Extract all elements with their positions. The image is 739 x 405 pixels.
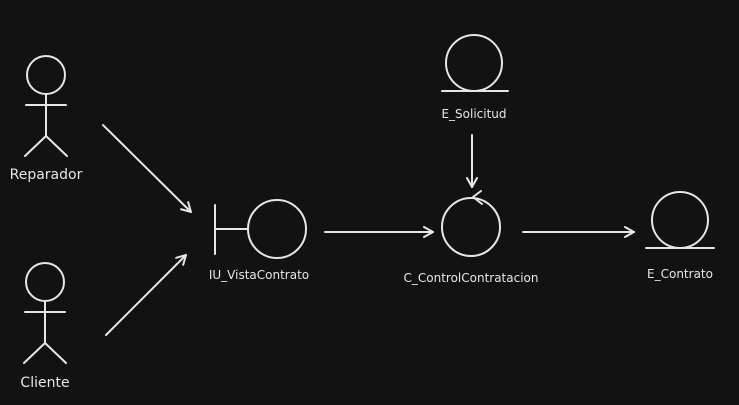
actor-reparador-label: Reparador	[10, 167, 83, 183]
entity-solicitud-icon	[441, 34, 509, 92]
entity-e-solicitud[interactable]: E_Solicitud	[441, 34, 509, 121]
boundary-iu-vistacontrato[interactable]: IU_VistaContrato	[209, 199, 309, 282]
boundary-icon	[214, 199, 307, 259]
link-cliente-to-boundary[interactable]	[105, 254, 187, 336]
actor-cliente-icon	[23, 262, 67, 364]
link-reparador-to-boundary[interactable]	[102, 124, 192, 213]
entity-contrato-label: E_Contrato	[647, 267, 713, 281]
control-label: C_ControlContratacion	[403, 271, 538, 285]
actor-reparador-icon	[24, 55, 68, 157]
actor-cliente[interactable]: Cliente	[20, 262, 70, 391]
actor-cliente-label: Cliente	[20, 375, 69, 391]
boundary-label: IU_VistaContrato	[209, 268, 309, 282]
control-icon	[441, 190, 501, 257]
entity-contrato-icon	[645, 191, 715, 249]
actor-reparador[interactable]: Reparador	[10, 55, 83, 183]
entity-e-contrato[interactable]: E_Contrato	[645, 191, 715, 281]
control-c-controlcontratacion[interactable]: C_ControlContratacion	[403, 190, 539, 285]
entity-solicitud-label: E_Solicitud	[441, 107, 506, 121]
